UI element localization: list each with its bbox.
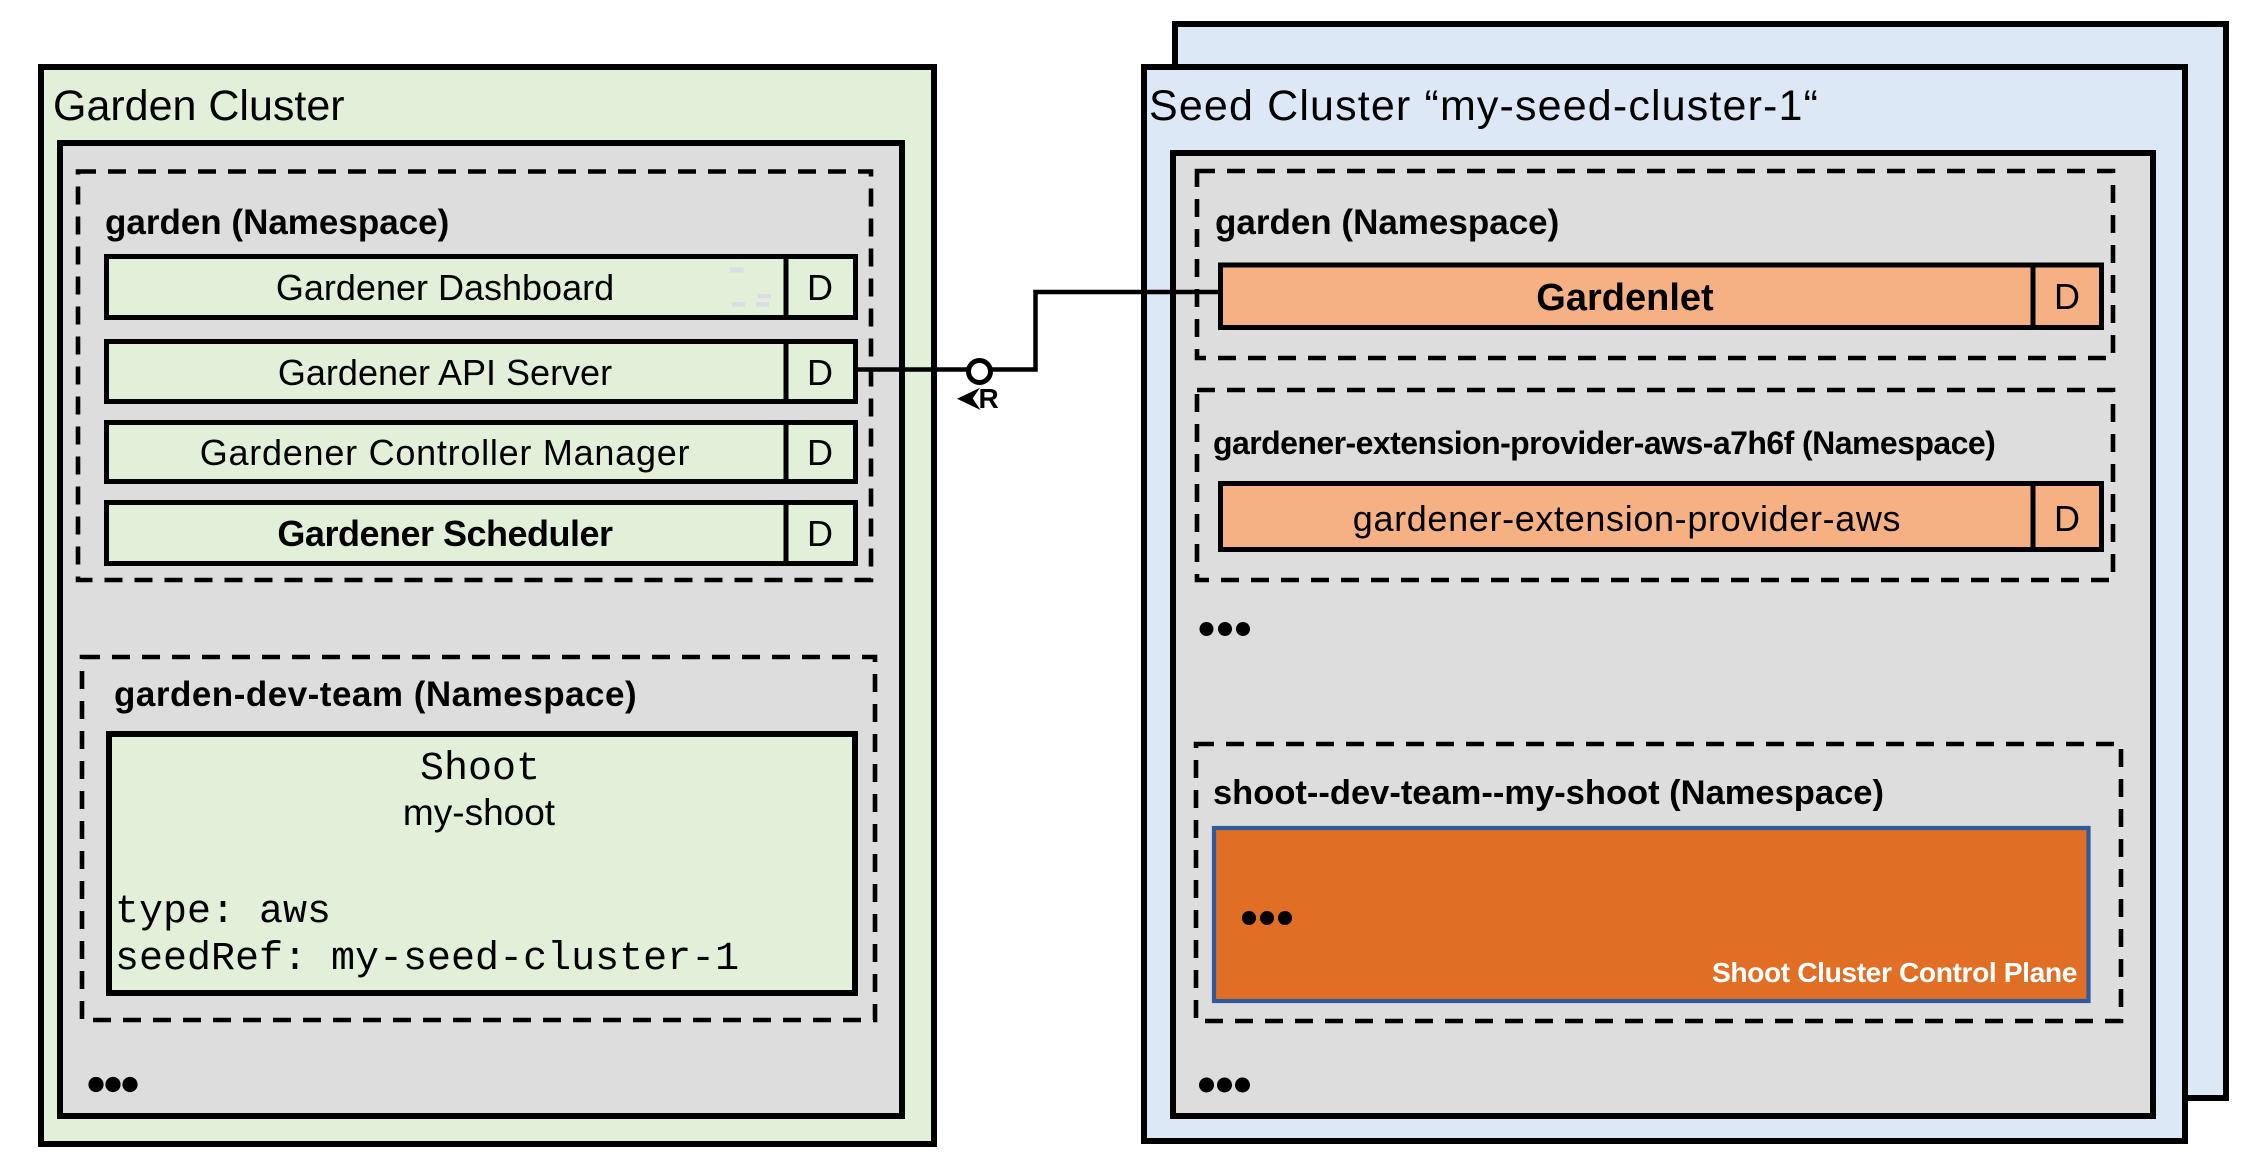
svg-text:seedRef: my-seed-cluster-1: seedRef: my-seed-cluster-1 — [115, 937, 739, 982]
svg-text:Gardener API Server: Gardener API Server — [278, 352, 612, 393]
svg-text:garden (Namespace): garden (Namespace) — [105, 203, 449, 242]
svg-text:D: D — [807, 352, 833, 393]
svg-text:D: D — [807, 267, 833, 308]
svg-text:Gardener Dashboard: Gardener Dashboard — [276, 267, 614, 308]
svg-text:Garden Cluster: Garden Cluster — [53, 82, 345, 130]
svg-text:Gardenlet: Gardenlet — [1536, 277, 1714, 319]
svg-text:Gardener Scheduler: Gardener Scheduler — [277, 513, 613, 554]
svg-text:D: D — [2054, 276, 2080, 317]
svg-text:D: D — [807, 513, 833, 554]
svg-text:R: R — [979, 383, 999, 414]
svg-text:Shoot: Shoot — [420, 747, 540, 792]
svg-text:gardener-extension-provider-aw: gardener-extension-provider-aws — [1353, 498, 1901, 539]
svg-text:type: aws: type: aws — [115, 890, 331, 935]
svg-text:D: D — [2054, 498, 2080, 539]
svg-text:garden-dev-team (Namespace): garden-dev-team (Namespace) — [114, 675, 637, 714]
svg-text:Seed Cluster “my-seed-cluster-: Seed Cluster “my-seed-cluster-1“ — [1149, 82, 1819, 130]
svg-text:garden (Namespace): garden (Namespace) — [1215, 203, 1559, 242]
svg-text:D: D — [807, 432, 833, 473]
svg-text:Gardener Controller Manager: Gardener Controller Manager — [200, 432, 690, 473]
svg-text:my-shoot: my-shoot — [403, 792, 556, 833]
svg-text:Shoot Cluster Control Plane: Shoot Cluster Control Plane — [1712, 956, 2077, 988]
svg-text:gardener-extension-provider-aw: gardener-extension-provider-aws-a7h6f (N… — [1213, 425, 1995, 461]
svg-text:shoot--dev-team--my-shoot (Nam: shoot--dev-team--my-shoot (Namespace) — [1213, 774, 1884, 812]
